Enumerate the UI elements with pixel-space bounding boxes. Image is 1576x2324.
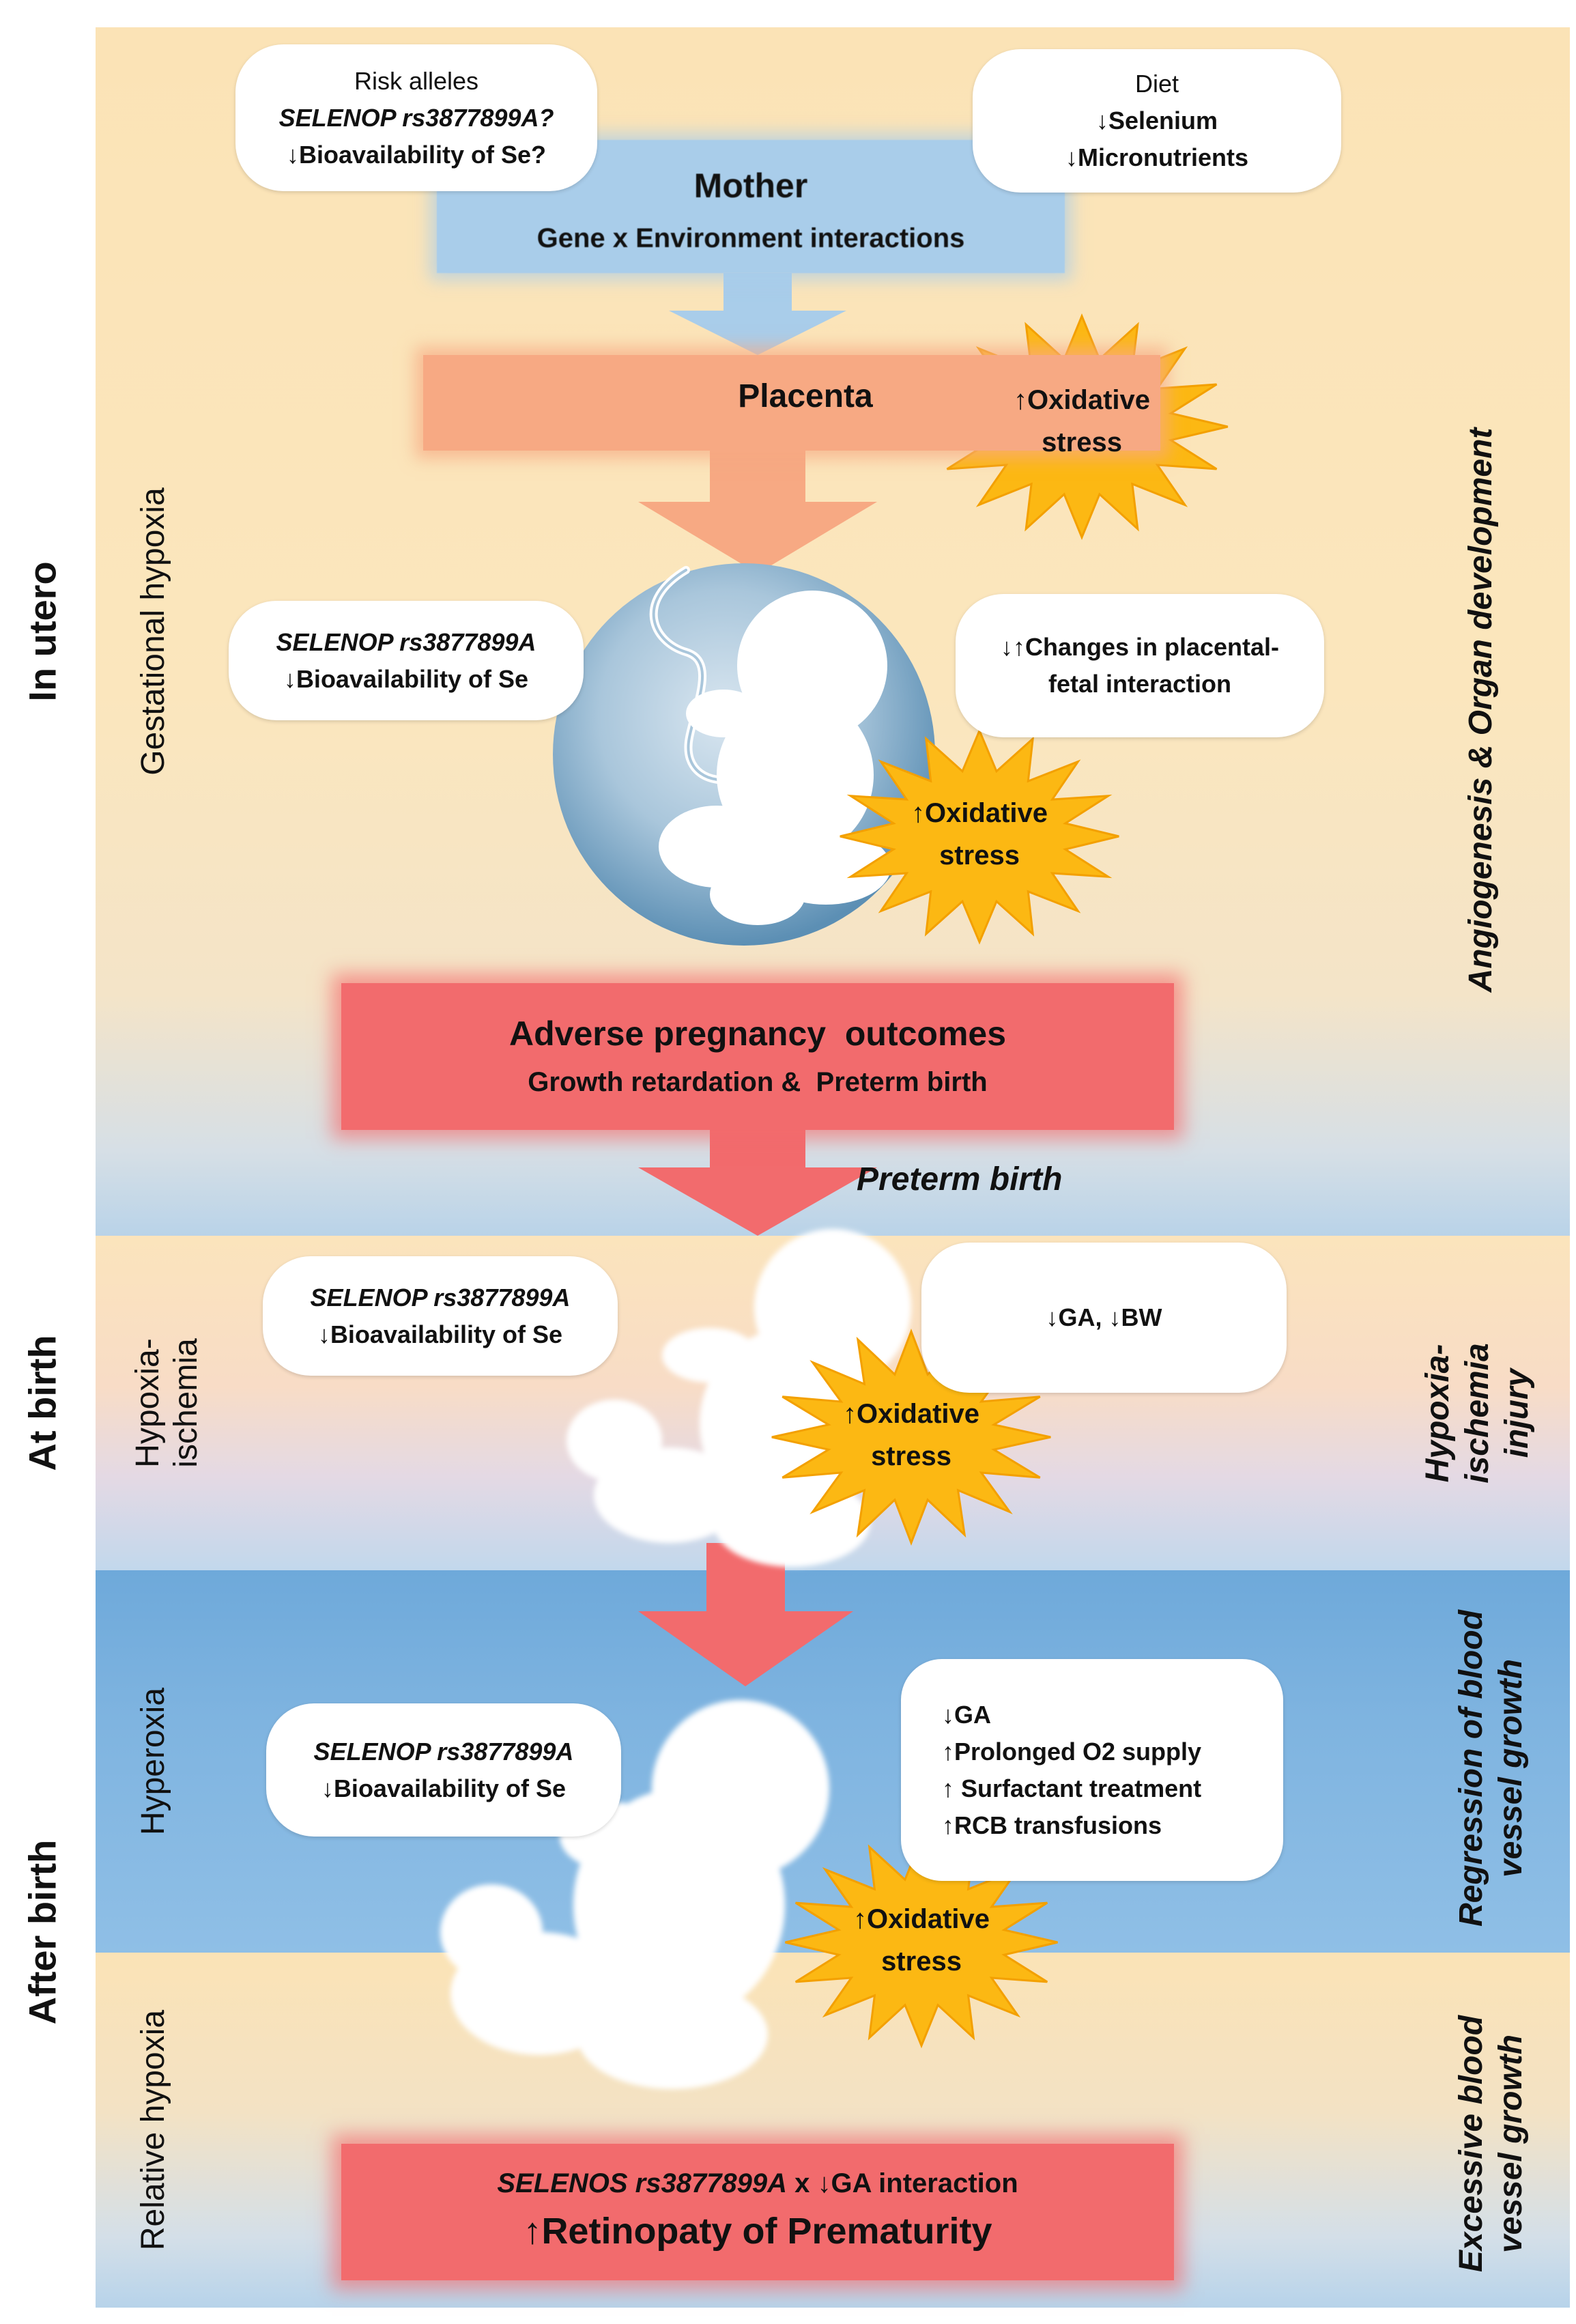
- after-factor-surfactant: ↑ Surfactant treatment: [942, 1774, 1202, 1802]
- risk-alleles-bioavailability: ↓Bioavailability of Se?: [286, 140, 547, 169]
- placenta-bar: [423, 355, 1160, 451]
- arrow-mother-to-placenta: [669, 273, 846, 355]
- risk-alleles-gene: SELENOP rs3877899A?: [278, 103, 554, 132]
- after-factors-box: ↓GA ↑Prolonged O2 supply ↑ Surfactant tr…: [901, 1659, 1283, 1881]
- oxidative-stress-placenta-line1: ↑Oxidative: [1013, 385, 1151, 415]
- fetus-silhouette-womb: [659, 591, 891, 925]
- arrow-birth-to-after: [638, 1543, 853, 1686]
- oxidative-stress-birth: ↑Oxidative stress: [809, 1393, 1014, 1477]
- fetus-gene-bioavailability: ↓Bioavailability of Se: [283, 664, 529, 693]
- adverse-outcomes-subtitle: Growth retardation & Preterm birth: [528, 1067, 988, 1097]
- birth-gene-box: SELENOP rs3877899A ↓Bioavailability of S…: [263, 1256, 618, 1376]
- rop-gene: SELENOS rs3877899A: [497, 2168, 788, 2198]
- oxidative-stress-star-fetus: [840, 728, 1119, 945]
- after-gene-name: SELENOP rs3877899A: [313, 1737, 574, 1766]
- diet-selenium: ↓Selenium: [1095, 107, 1218, 134]
- oxidative-stress-after-line1: ↑Oxidative: [853, 1904, 990, 1934]
- placental-changes-line2: fetal interaction: [1048, 670, 1232, 698]
- birth-gene-bioavailability: ↓Bioavailability of Se: [317, 1320, 563, 1348]
- rop-interaction-rest: x ↓GA interaction: [787, 2168, 1018, 2198]
- after-gene-bioavailability: ↓Bioavailability of Se: [321, 1774, 567, 1802]
- baby-silhouette-after: [440, 1700, 829, 2089]
- oxidative-stress-fetus-line1: ↑Oxidative: [911, 798, 1048, 828]
- arrow-adverse-to-birth: [638, 1130, 877, 1236]
- placental-changes-box: ↓↑Changes in placental- fetal interactio…: [956, 594, 1324, 737]
- adverse-outcomes-title: Adverse pregnancy outcomes: [508, 1015, 1007, 1053]
- oxidative-stress-star-after: [785, 1836, 1058, 2049]
- oxidative-stress-birth-line2: stress: [871, 1441, 951, 1471]
- birth-gene-name: SELENOP rs3877899A: [310, 1283, 571, 1312]
- risk-alleles-box: Risk alleles SELENOP rs3877899A? ↓Bioava…: [235, 44, 597, 191]
- rop-title: ↑Retinopaty of Prematurity: [523, 2211, 992, 2252]
- diet-title: Diet: [1134, 70, 1179, 98]
- after-gene-box: SELENOP rs3877899A ↓Bioavailability of S…: [266, 1703, 621, 1837]
- oxidative-stress-after-line2: stress: [881, 1946, 962, 1976]
- fetus-gene-box: SELENOP rs3877899A ↓Bioavailability of S…: [229, 601, 584, 720]
- after-factor-ga: ↓GA: [942, 1700, 991, 1729]
- mother-subtitle: Gene x Environment interactions: [536, 223, 965, 253]
- rop-interaction: SELENOS rs3877899A x ↓GA interaction: [341, 2168, 1174, 2199]
- adverse-outcomes-box: Adverse pregnancy outcomes Growth retard…: [341, 983, 1174, 1130]
- after-factor-rcb: ↑RCB transfusions: [942, 1811, 1162, 1839]
- fetus-gene-name: SELENOP rs3877899A: [276, 627, 536, 656]
- diet-box: Diet ↓Selenium ↓Micronutrients: [973, 49, 1341, 193]
- risk-alleles-title: Risk alleles: [354, 66, 479, 95]
- rop-box: SELENOS rs3877899A x ↓GA interaction ↑Re…: [341, 2144, 1174, 2280]
- mother-title: Mother: [693, 167, 808, 205]
- oxidative-stress-fetus: ↑Oxidative stress: [877, 792, 1082, 877]
- oxidative-stress-birth-line1: ↑Oxidative: [842, 1399, 980, 1429]
- oxidative-stress-fetus-line2: stress: [939, 840, 1020, 870]
- preterm-birth-label: Preterm birth: [857, 1161, 1063, 1198]
- arrow-placenta-to-fetus: [638, 451, 877, 573]
- oxidative-stress-placenta-line2: stress: [1042, 427, 1122, 457]
- birth-factors-text: ↓GA, ↓BW: [1046, 1303, 1162, 1331]
- oxidative-stress-placenta: ↑Oxidative stress: [979, 379, 1184, 464]
- after-factor-o2: ↑Prolonged O2 supply: [942, 1737, 1202, 1766]
- placental-changes-line1: ↓↑Changes in placental-: [1000, 633, 1280, 661]
- oxidative-stress-after: ↑Oxidative stress: [819, 1898, 1024, 1983]
- placenta-label: Placenta: [738, 378, 873, 414]
- birth-factors-box: ↓GA, ↓BW: [921, 1243, 1287, 1393]
- diet-micronutrients: ↓Micronutrients: [1065, 143, 1248, 171]
